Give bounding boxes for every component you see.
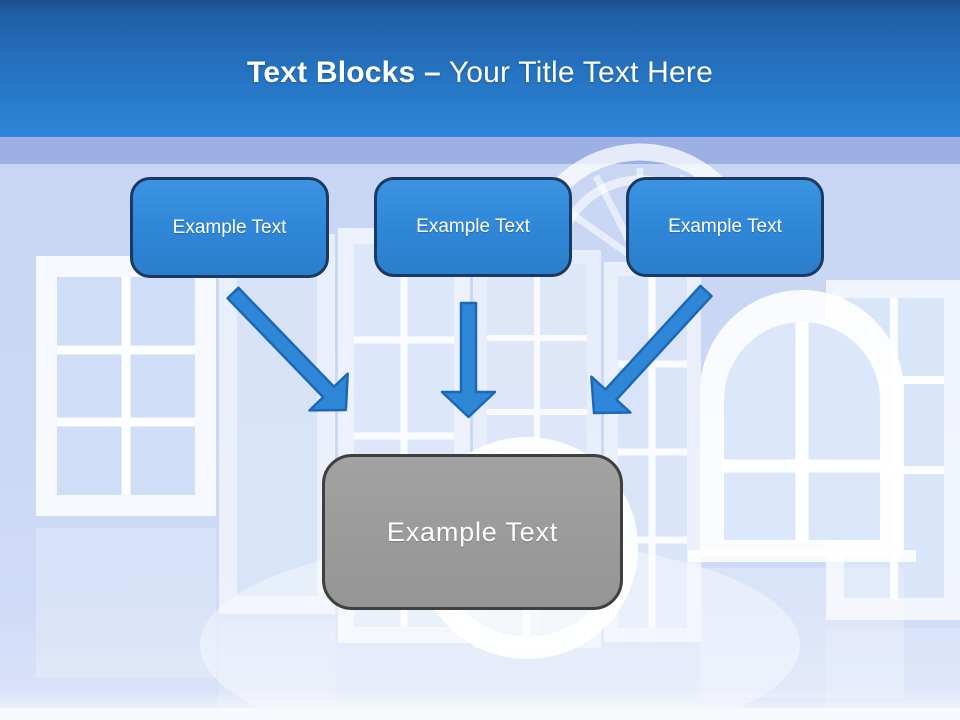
result-block-label: Example Text — [386, 516, 559, 547]
slide-title-bold: Text Blocks – — [247, 56, 441, 89]
slide-title[interactable]: Text Blocks – Your Title Text Here — [0, 56, 960, 90]
window-arched-graphic — [688, 290, 916, 562]
result-block[interactable]: Example Text — [322, 454, 623, 610]
slide-title-regular: Your Title Text Here — [440, 56, 713, 89]
text-block-3[interactable]: Example Text — [626, 177, 824, 277]
slide-header: Text Blocks – Your Title Text Here — [0, 0, 960, 137]
text-block-3-label: Example Text — [668, 216, 782, 237]
text-block-2-label: Example Text — [416, 216, 530, 237]
text-block-1-label: Example Text — [172, 216, 287, 238]
text-block-1[interactable]: Example Text — [130, 177, 329, 278]
window-left-graphic — [36, 256, 216, 516]
text-block-2[interactable]: Example Text — [374, 177, 572, 277]
header-accent-band — [0, 137, 960, 164]
window-frame-graphic — [219, 234, 335, 614]
